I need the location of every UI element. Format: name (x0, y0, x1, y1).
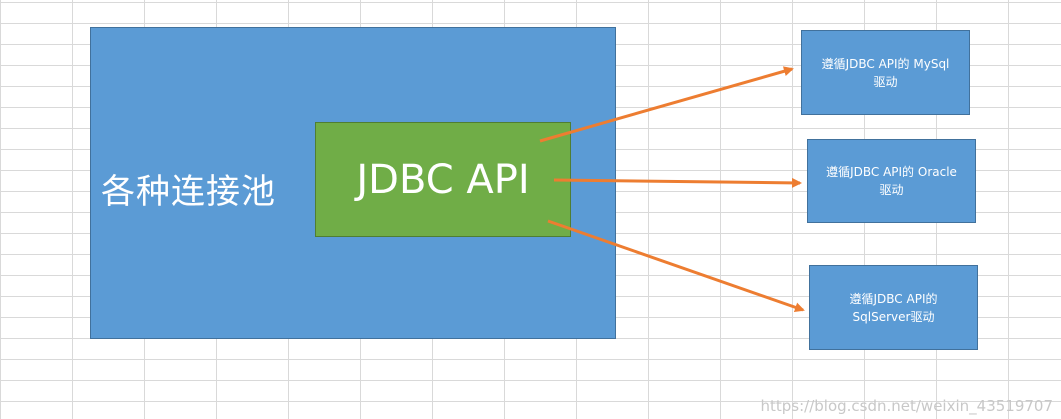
connection-pool-label: 各种连接池 (101, 172, 276, 212)
arrow-to-oracle (553, 177, 802, 188)
mysql-driver-box: 遵循JDBC API的 MySql 驱动 (801, 30, 970, 115)
sqlserver-driver-line2: SqlServer驱动 (852, 309, 935, 324)
oracle-driver-box: 遵循JDBC API的 Oracle 驱动 (807, 139, 976, 223)
mysql-driver-line2: 驱动 (873, 74, 898, 89)
mysql-driver-line1: 遵循JDBC API的 MySql (821, 56, 950, 71)
watermark-url: https://blog.csdn.net/weixin_43519707 (760, 397, 1053, 415)
sqlserver-driver-box: 遵循JDBC API的 SqlServer驱动 (809, 265, 978, 350)
arrow-to-sqlserver (547, 219, 805, 313)
jdbc-api-box: JDBC API (315, 122, 571, 237)
sqlserver-driver-line1: 遵循JDBC API的 (849, 291, 938, 306)
oracle-driver-line1: 遵循JDBC API的 Oracle (826, 165, 957, 179)
arrow-to-mysql (539, 66, 794, 143)
oracle-driver-line2: 驱动 (879, 183, 904, 197)
jdbc-api-label: JDBC API (356, 156, 530, 203)
